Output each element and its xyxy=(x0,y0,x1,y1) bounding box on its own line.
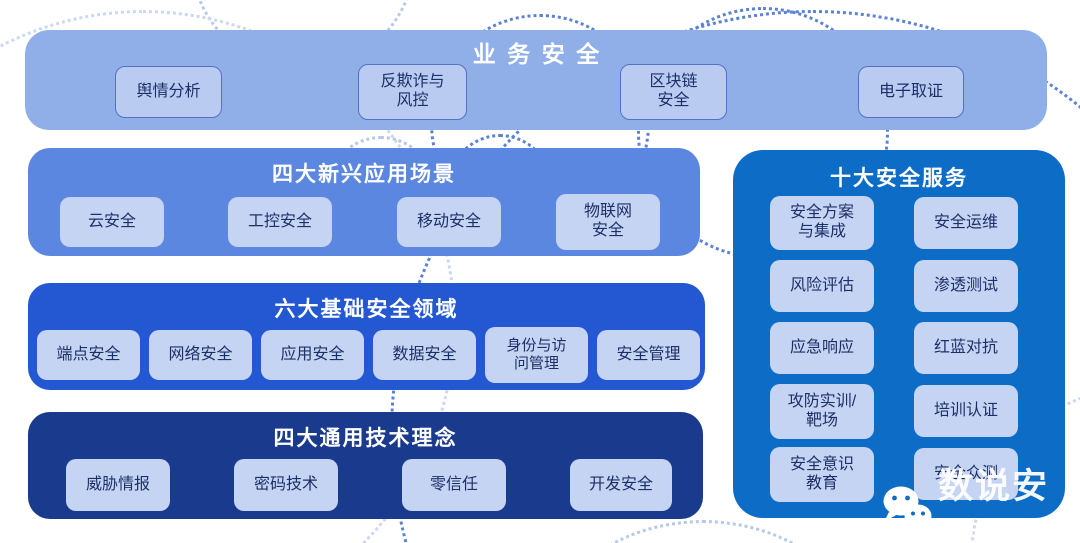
chip-ics-security: 工控安全 xyxy=(228,197,332,247)
band-emerging-scenarios: 四大新兴应用场景 云安全 工控安全 移动安全 物联网 安全 xyxy=(28,148,700,256)
chip-zero-trust: 零信任 xyxy=(402,459,506,511)
chip-crowdsourced-security-testing: 安全众测 xyxy=(914,448,1018,500)
chip-application-security: 应用安全 xyxy=(261,330,364,380)
panel-security-services: 十大安全服务 安全方案 与集成 安全运维 风险评估 渗透测试 应急响应 红蓝对抗… xyxy=(733,150,1065,518)
watermark-brand-text: 数说安全 xyxy=(938,467,1050,543)
chip-attack-defense-training-range: 攻防实训/ 靶场 xyxy=(770,384,874,439)
chip-network-security: 网络安全 xyxy=(149,330,252,380)
band-business-title: 业务安全 xyxy=(472,41,611,67)
chip-devsec-security: 开发安全 xyxy=(570,459,672,511)
chip-security-awareness-education: 安全意识 教育 xyxy=(770,447,874,502)
chip-mobile-security: 移动安全 xyxy=(397,197,501,247)
chip-digital-forensics: 电子取证 xyxy=(858,66,964,118)
chip-blockchain-security: 区块链 安全 xyxy=(620,64,727,120)
chip-training-certification: 培训认证 xyxy=(914,385,1018,437)
chip-identity-access-management: 身份与访 问管理 xyxy=(485,327,588,383)
band-technology-concepts: 四大通用技术理念 威胁情报 密码技术 零信任 开发安全 xyxy=(28,412,703,519)
chip-public-opinion-analysis: 舆情分析 xyxy=(115,66,222,118)
chip-endpoint-security: 端点安全 xyxy=(37,330,140,380)
chip-anti-fraud-risk-control: 反欺诈与 风控 xyxy=(358,64,467,120)
panel-services-title: 十大安全服务 xyxy=(830,167,968,190)
chip-incident-response: 应急响应 xyxy=(770,322,874,374)
chip-cryptography: 密码技术 xyxy=(234,459,338,511)
wechat-icon xyxy=(882,484,934,534)
chip-iot-security: 物联网 安全 xyxy=(556,194,660,250)
chip-data-security: 数据安全 xyxy=(373,330,476,380)
chip-risk-assessment: 风险评估 xyxy=(770,260,874,312)
band-foundational-domains: 六大基础安全领域 端点安全 网络安全 应用安全 数据安全 身份与访 问管理 安全… xyxy=(28,283,705,390)
chip-threat-intelligence: 威胁情报 xyxy=(66,459,170,511)
chip-cloud-security: 云安全 xyxy=(60,197,164,247)
chip-security-management: 安全管理 xyxy=(597,330,700,380)
band-business-security: 业务安全 舆情分析 反欺诈与 风控 区块链 安全 电子取证 xyxy=(25,30,1047,130)
watermark: 数说安全 xyxy=(882,458,1080,543)
band-emerging-title: 四大新兴应用场景 xyxy=(272,163,456,186)
chip-security-solution-integration: 安全方案 与集成 xyxy=(770,196,874,250)
chip-red-blue-teaming: 红蓝对抗 xyxy=(914,322,1018,374)
band-tech-title: 四大通用技术理念 xyxy=(273,427,458,450)
chip-security-operations: 安全运维 xyxy=(914,197,1018,249)
band-foundation-title: 六大基础安全领域 xyxy=(274,298,459,321)
chip-penetration-testing: 渗透测试 xyxy=(914,260,1018,312)
